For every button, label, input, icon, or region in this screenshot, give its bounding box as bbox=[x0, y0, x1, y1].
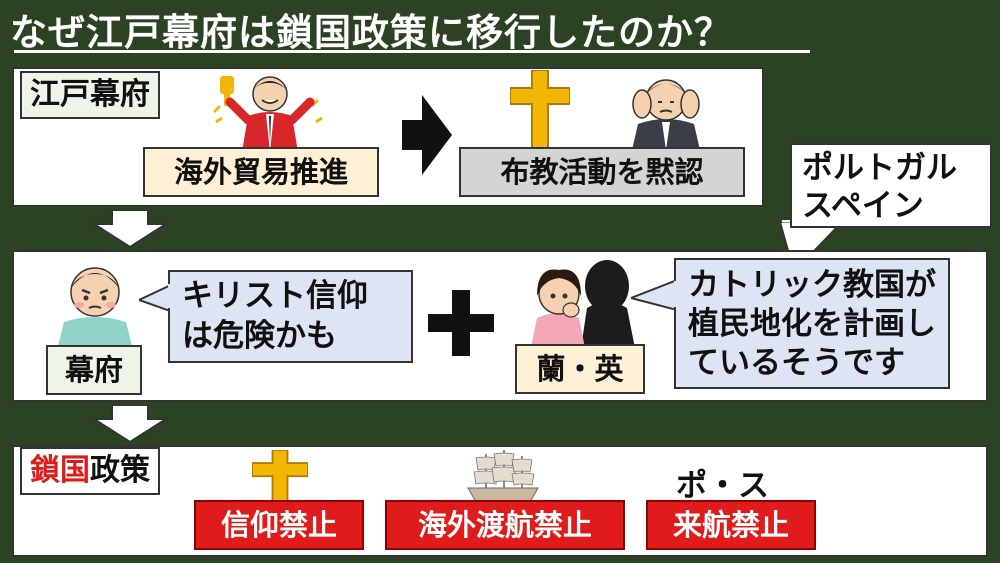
section-label-sakoku-policy: 鎖国政策 bbox=[20, 447, 160, 495]
section-label-sakoku: 鎖国 bbox=[30, 453, 90, 488]
down-arrow-icon bbox=[92, 210, 168, 248]
plus-icon bbox=[428, 290, 494, 360]
arrival-ban-tag: 来航禁止 bbox=[646, 500, 816, 550]
thought-line-2: は危険かも bbox=[182, 318, 337, 354]
colonization-rumor-bubble: カトリック教国が 植民地化を計画し ているそうです bbox=[674, 258, 950, 389]
rumor-line-2: 植民地化を計画し bbox=[688, 306, 936, 342]
celebrating-official-illustration bbox=[212, 72, 324, 152]
thought-bubble-pointer-cover bbox=[168, 284, 172, 308]
section-label-edo-bakufu: 江戸幕府 bbox=[20, 71, 160, 119]
portugal-spain-abbrev: ポ・ス bbox=[676, 468, 769, 504]
callout-line-2: スペイン bbox=[802, 188, 924, 224]
trade-promotion-tag: 海外貿易推進 bbox=[143, 147, 379, 197]
rumor-bubble-pointer bbox=[627, 272, 678, 322]
callout-line-1: ポルトガル bbox=[802, 150, 957, 186]
down-arrow-icon bbox=[92, 405, 168, 443]
mission-tolerated-tag: 布教活動を黙認 bbox=[459, 147, 745, 197]
ears-covered-man-illustration bbox=[620, 72, 712, 150]
worried-official-illustration bbox=[52, 258, 138, 346]
faith-ban-tag: 信仰禁止 bbox=[194, 500, 364, 550]
christianity-danger-bubble: キリスト信仰 は危険かも bbox=[168, 270, 413, 363]
right-arrow-icon bbox=[402, 95, 452, 175]
sailing-ship-icon bbox=[462, 448, 544, 508]
rumor-line-3: ているそうです bbox=[688, 345, 905, 381]
thought-line-1: キリスト信仰 bbox=[182, 278, 368, 314]
title-underline bbox=[14, 50, 810, 53]
christian-cross-icon bbox=[510, 70, 570, 148]
rumor-bubble-pointer-cover bbox=[674, 281, 678, 307]
page-title: なぜ江戸幕府は鎖国政策に移行したのか？ bbox=[10, 11, 732, 54]
bakufu-tag: 幕府 bbox=[46, 345, 142, 395]
rumor-line-1: カトリック教国が bbox=[688, 267, 936, 303]
portugal-spain-callout: ポルトガル スペイン bbox=[790, 143, 992, 228]
section-label-policy: 政策 bbox=[90, 453, 150, 488]
whispering-figures-illustration bbox=[527, 256, 637, 348]
christian-cross-icon bbox=[252, 450, 308, 506]
dutch-english-tag: 蘭・英 bbox=[515, 344, 645, 394]
overseas-travel-ban-tag: 海外渡航禁止 bbox=[385, 500, 625, 550]
